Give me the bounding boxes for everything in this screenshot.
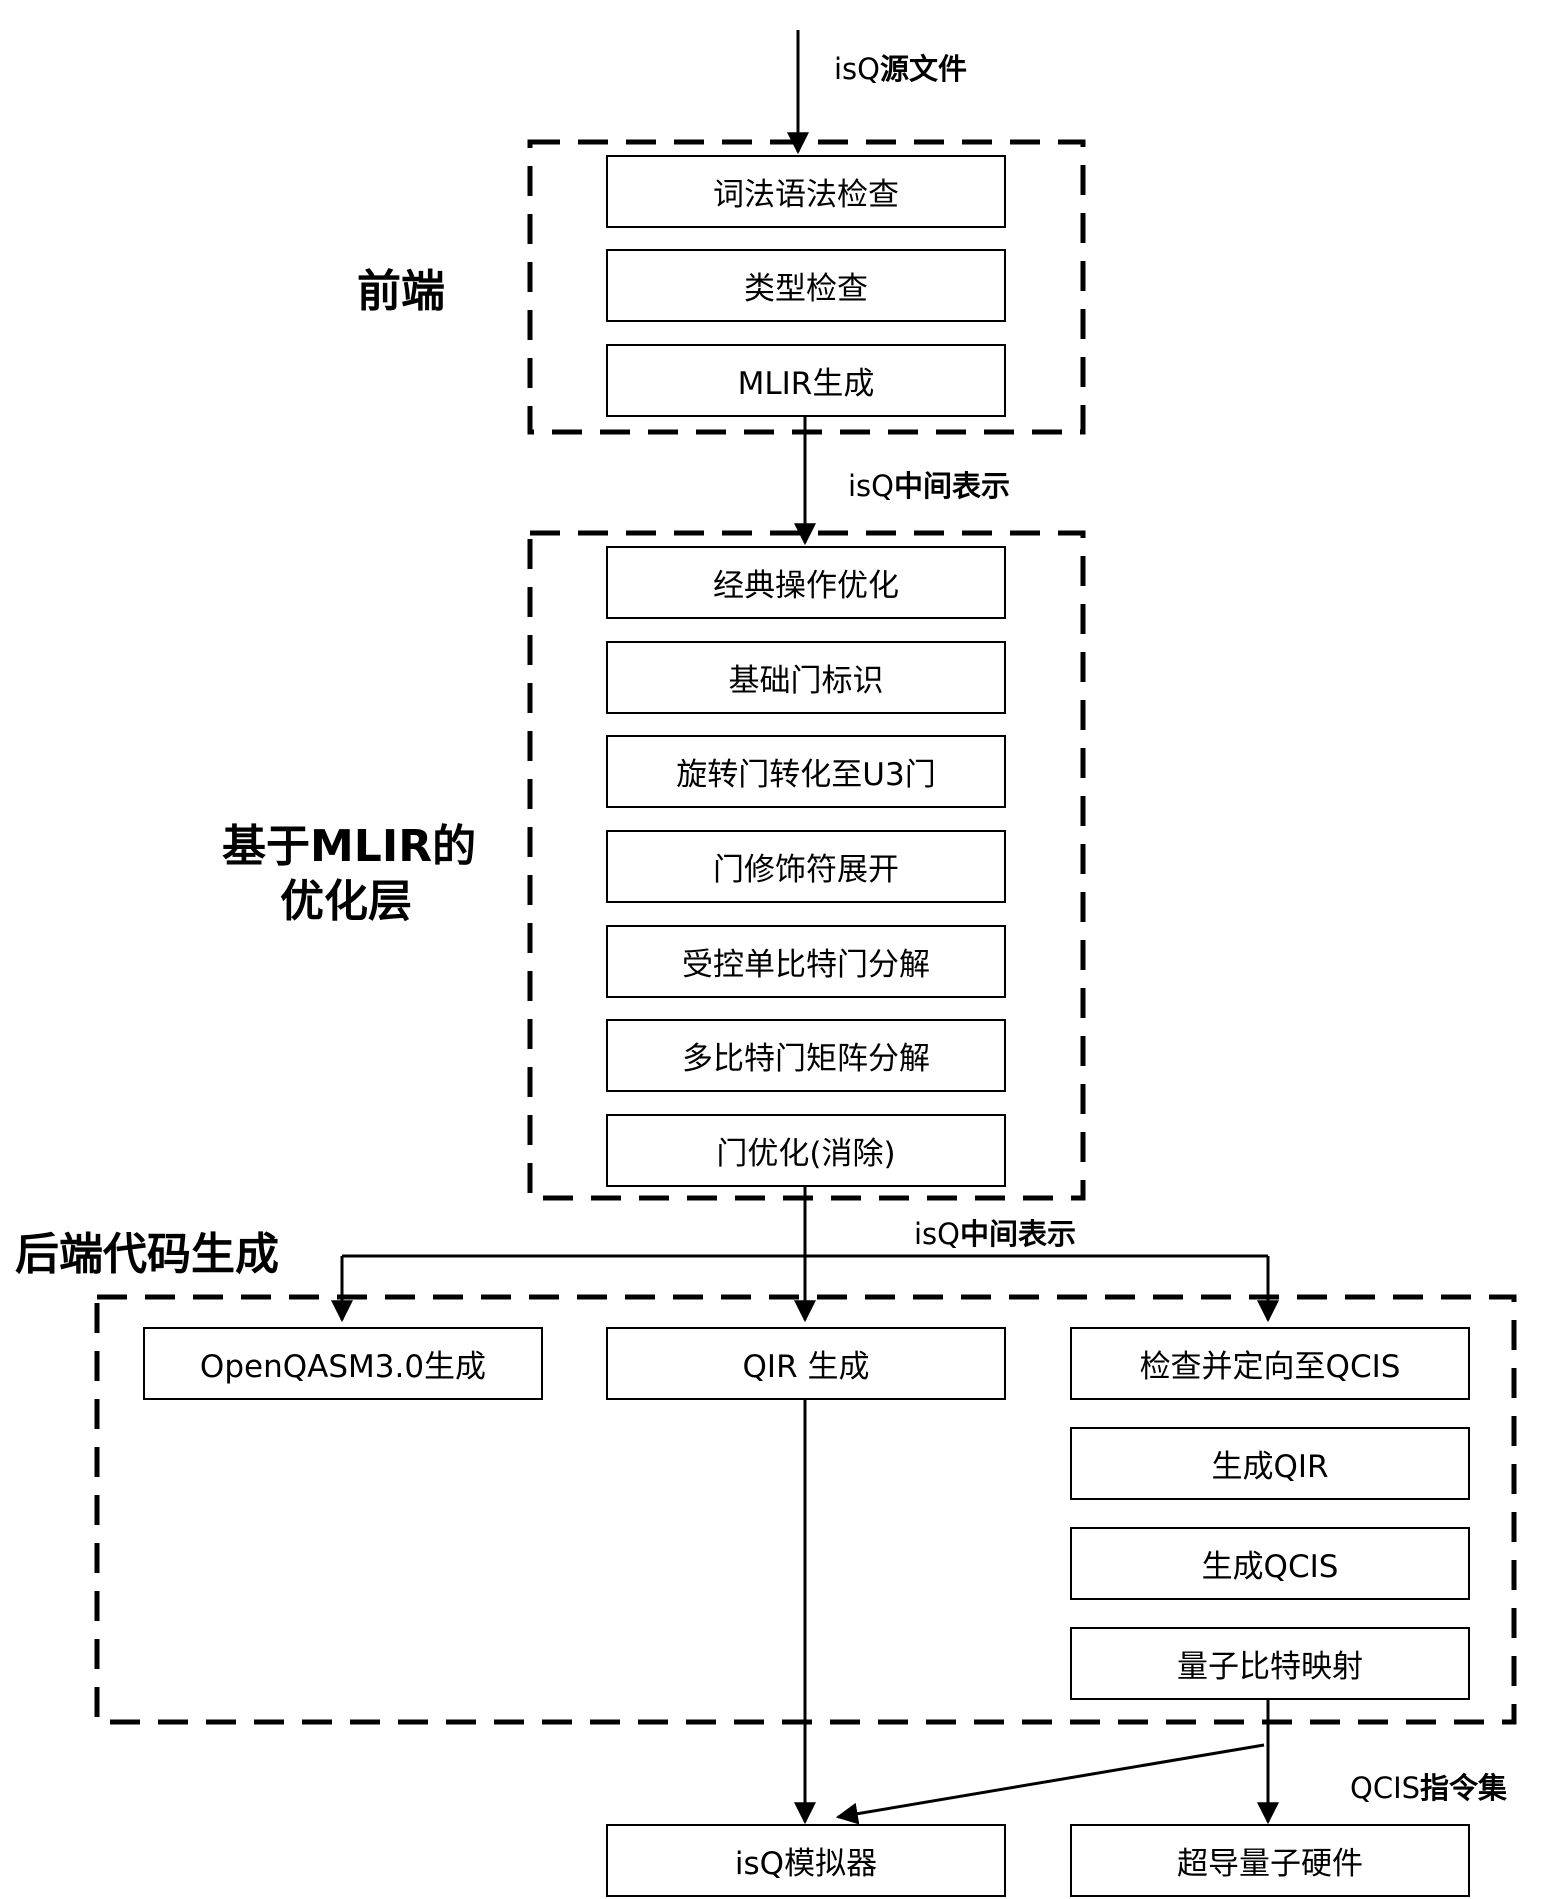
ir-label-2: isQ中间表示 (914, 1211, 1076, 1253)
classical-op-optimization-box: 经典操作优化 (606, 546, 1006, 619)
ir-label-2-prefix: isQ (914, 1217, 960, 1251)
gate-optimization-box: 门优化(消除) (606, 1114, 1006, 1187)
qcis-label: QCIS指令集 (1350, 1765, 1507, 1807)
openqasm-generation-box: OpenQASM3.0生成 (143, 1327, 543, 1400)
optimization-title-line1: 基于MLIR的 (222, 821, 477, 872)
qubit-mapping-box: 量子比特映射 (1070, 1627, 1470, 1700)
ir-label-1-prefix: isQ (848, 469, 894, 503)
qcis-label-prefix: QCIS (1350, 1771, 1421, 1805)
isq-simulator-box: isQ模拟器 (606, 1824, 1006, 1897)
gate-modifier-expansion-box: 门修饰符展开 (606, 830, 1006, 903)
mlir-generation-box: MLIR生成 (606, 344, 1006, 417)
backend-title: 后端代码生成 (15, 1229, 279, 1280)
qcis-label-text: 指令集 (1420, 1771, 1508, 1805)
frontend-title: 前端 (357, 266, 445, 317)
optimization-title-line2: 优化层 (280, 876, 412, 927)
lexical-syntax-check-box: 词法语法检查 (606, 155, 1006, 228)
generate-qcis-box: 生成QCIS (1070, 1527, 1470, 1600)
qir-generation-box: QIR 生成 (606, 1327, 1006, 1400)
basic-gate-identification-box: 基础门标识 (606, 641, 1006, 714)
rotation-to-u3-box: 旋转门转化至U3门 (606, 735, 1006, 808)
input-label-prefix: isQ (834, 52, 880, 86)
qcis-check-redirect-box: 检查并定向至QCIS (1070, 1327, 1470, 1400)
mapping-to-simulator-arrow (835, 1743, 1265, 1825)
superconducting-hardware-box: 超导量子硬件 (1070, 1824, 1470, 1897)
ir-label-1: isQ中间表示 (848, 463, 1010, 505)
generate-qir-box: 生成QIR (1070, 1427, 1470, 1500)
type-check-box: 类型检查 (606, 249, 1006, 322)
ir-label-2-text: 中间表示 (960, 1217, 1077, 1251)
ir-label-1-text: 中间表示 (894, 469, 1011, 503)
input-label-text: 源文件 (880, 52, 968, 86)
multi-qubit-matrix-decomposition-box: 多比特门矩阵分解 (606, 1019, 1006, 1092)
input-label: isQ源文件 (834, 46, 967, 88)
controlled-single-qubit-decomposition-box: 受控单比特门分解 (606, 925, 1006, 998)
